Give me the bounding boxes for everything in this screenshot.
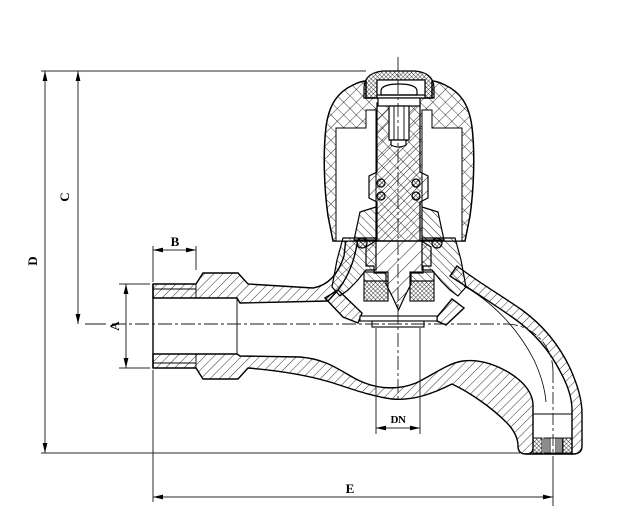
dimensions	[41, 70, 554, 506]
bonnet-oring-left	[356, 237, 368, 249]
stem-oring	[411, 178, 421, 188]
centerlines	[85, 57, 554, 455]
spout-upper-wall	[449, 265, 583, 455]
dim-label-B: B	[171, 234, 180, 249]
dim-label-A: A	[107, 321, 122, 331]
body-bottom-wall	[152, 353, 534, 455]
bonnet-oring-right	[431, 237, 443, 249]
dim-label-E: E	[346, 481, 355, 496]
bonnet	[331, 206, 467, 297]
dimension-labels: D C A B DN E	[25, 192, 406, 496]
body-top-wall	[152, 237, 359, 304]
screw-flange	[377, 97, 421, 107]
valve-seat	[359, 315, 438, 328]
dimension-arrows	[42, 71, 553, 500]
handle-cap	[363, 70, 435, 99]
screw-tip	[390, 139, 407, 148]
body-seat-right-wall	[436, 298, 466, 326]
stem	[365, 102, 432, 312]
dim-label-DN: DN	[391, 414, 406, 426]
stem-oring	[376, 178, 386, 188]
body-seat-left-wall	[323, 289, 363, 324]
dim-label-D: D	[25, 256, 40, 265]
outlet-aerator	[532, 437, 573, 454]
stem-body	[365, 102, 432, 312]
handle-cavity-left	[335, 109, 377, 242]
handle-cavity-right	[421, 109, 463, 242]
spout-bore-line	[463, 285, 547, 403]
screw-head	[380, 83, 418, 96]
elbow-centerline	[505, 323, 554, 372]
cap-and-screw	[363, 70, 435, 148]
stem-oring	[376, 191, 386, 201]
screw-shaft	[388, 105, 410, 141]
dim-label-C: C	[57, 192, 72, 201]
stem-oring	[411, 191, 421, 201]
seal-washer	[363, 271, 435, 302]
